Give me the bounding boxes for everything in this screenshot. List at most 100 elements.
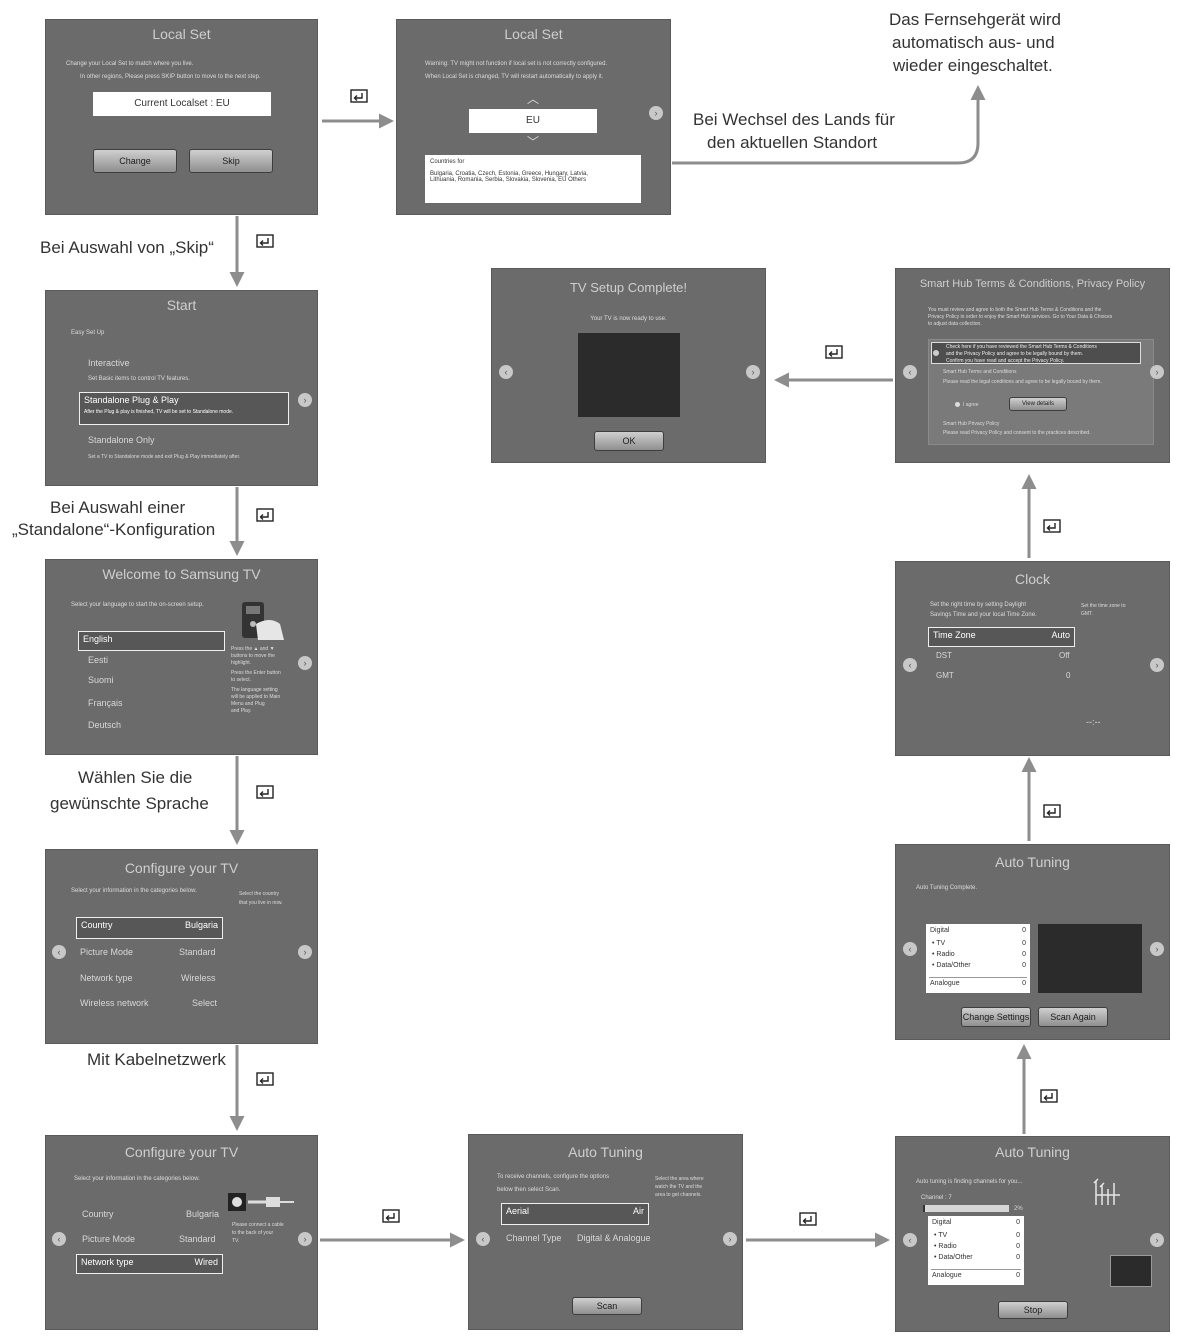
- screen-title: Clock: [1014, 571, 1050, 587]
- help-text: that you live in now.: [239, 900, 283, 906]
- row-gmt[interactable]: GMT: [936, 671, 954, 680]
- screen-text: When Local Set is changed, TV will resta…: [425, 74, 604, 80]
- help-text: Select the country: [239, 891, 280, 897]
- channel-label: Channel : 7: [921, 1195, 952, 1201]
- screen-auto-tuning-1: Auto Tuning To receive channels, configu…: [468, 1134, 743, 1330]
- label-restart-3: wieder eingeschaltet.: [893, 56, 1053, 75]
- section-title: Smart Hub Terms and Conditions: [943, 369, 1017, 375]
- row-network-type[interactable]: Network type Wired: [76, 1254, 223, 1274]
- chevron-down-icon[interactable]: ﹀: [527, 135, 540, 149]
- arrow-right-icon[interactable]: ›: [1150, 1233, 1164, 1247]
- progress-bar: [923, 1205, 1009, 1212]
- arrow-right-icon[interactable]: ›: [723, 1232, 737, 1246]
- arrow-right-icon[interactable]: ›: [298, 945, 312, 959]
- stop-button[interactable]: Stop: [998, 1301, 1068, 1319]
- summary-value: 0: [1022, 980, 1026, 987]
- option-interactive[interactable]: Interactive: [88, 358, 130, 368]
- arrow-right-icon[interactable]: ›: [298, 1232, 312, 1246]
- option-standalone-plug-play[interactable]: Standalone Plug & Play After the Plug & …: [79, 392, 289, 425]
- agree-radio-icon[interactable]: [955, 402, 960, 407]
- arrow-left-icon[interactable]: ‹: [499, 365, 513, 379]
- enter-icon: [256, 234, 274, 248]
- language-item[interactable]: Deutsch: [88, 720, 122, 730]
- scan-button[interactable]: Scan: [572, 1297, 642, 1315]
- skip-button[interactable]: Skip: [189, 149, 273, 173]
- arrow-right-icon[interactable]: ›: [1150, 658, 1164, 672]
- arrow-left-icon[interactable]: ‹: [52, 945, 66, 959]
- arrow-left-icon[interactable]: ‹: [903, 658, 917, 672]
- help-text: Please connect a cable: [232, 1222, 284, 1228]
- row-aerial[interactable]: Aerial Air: [501, 1203, 649, 1225]
- change-button[interactable]: Change: [93, 149, 177, 173]
- row-picture-mode[interactable]: Picture Mode: [80, 947, 134, 957]
- screen-title: Auto Tuning: [568, 1144, 643, 1160]
- row-key: Time Zone: [933, 630, 976, 640]
- summary-value: 0: [1016, 1254, 1020, 1261]
- screen-text: Warning: TV might not function if local …: [425, 61, 608, 67]
- arrow-right-icon[interactable]: ›: [746, 365, 760, 379]
- arrow-right-icon[interactable]: ›: [649, 106, 663, 120]
- preview-window: [578, 333, 680, 417]
- option-label: Standalone Plug & Play: [84, 395, 179, 405]
- arrow-left-icon[interactable]: ‹: [903, 365, 917, 379]
- arrow-right-icon[interactable]: ›: [1150, 365, 1164, 379]
- arrow-left-icon[interactable]: ‹: [903, 1233, 917, 1247]
- arrow-right-icon[interactable]: ›: [298, 393, 312, 407]
- row-time-zone[interactable]: Time Zone Auto: [928, 627, 1075, 647]
- language-item[interactable]: Eesti: [88, 655, 109, 665]
- language-item[interactable]: Français: [88, 698, 123, 708]
- enter-icon: [256, 508, 274, 522]
- enter-icon: [256, 1072, 274, 1086]
- consent-checkbox-row[interactable]: Check here if you have reviewed the Smar…: [931, 342, 1141, 364]
- current-localset-field[interactable]: Current Localset : EU: [93, 92, 271, 116]
- change-settings-button[interactable]: Change Settings: [961, 1007, 1031, 1027]
- row-key: Aerial: [506, 1206, 530, 1216]
- row-picture-mode[interactable]: Picture Mode: [82, 1234, 136, 1244]
- language-item-selected[interactable]: English: [78, 631, 225, 651]
- screen-title: Local Set: [152, 26, 211, 42]
- arrow-right-icon[interactable]: ›: [1150, 942, 1164, 956]
- screen-text: Change your Local Set to match where you…: [66, 61, 194, 67]
- view-details-button[interactable]: View details: [1009, 397, 1067, 411]
- help-text: TV.: [232, 1238, 240, 1244]
- summary-value: 0: [1022, 940, 1026, 947]
- help-line: Menu and Plug: [231, 701, 265, 707]
- summary-key: Analogue: [932, 1272, 962, 1279]
- help-line: The language setting: [231, 687, 278, 693]
- ok-button[interactable]: OK: [594, 431, 664, 451]
- help-line: highlight.: [231, 660, 252, 666]
- summary-key: Digital: [932, 1219, 952, 1226]
- row-dst[interactable]: DST: [936, 651, 952, 660]
- chevron-up-icon[interactable]: ︿: [527, 92, 540, 106]
- arrow-left-icon[interactable]: ‹: [52, 1232, 66, 1246]
- screen-welcome: Welcome to Samsung TV Select your langua…: [45, 559, 318, 755]
- screen-text: To receive channels, configure the optio…: [497, 1174, 610, 1180]
- screen-title: TV Setup Complete!: [569, 280, 688, 295]
- row-key: Country: [81, 920, 113, 930]
- radio-icon[interactable]: [933, 350, 939, 356]
- row-country[interactable]: Country Bulgaria: [76, 917, 223, 939]
- screen-title: Smart Hub Terms & Conditions, Privacy Po…: [919, 278, 1146, 290]
- option-standalone-only[interactable]: Standalone Only: [88, 435, 155, 445]
- summary-value: 0: [1016, 1219, 1020, 1226]
- summary-key: • TV: [934, 1232, 948, 1239]
- row-channel-type[interactable]: Channel Type: [506, 1233, 562, 1243]
- arrow-left-icon[interactable]: ‹: [903, 942, 917, 956]
- remote-hand-icon: [242, 602, 284, 640]
- language-item[interactable]: Suomi: [88, 675, 114, 685]
- localset-selector[interactable]: EU: [469, 109, 597, 133]
- row-value: Standard: [179, 947, 216, 957]
- arrow-left-icon[interactable]: ‹: [476, 1232, 490, 1246]
- screen-subtitle: Select your language to start the on-scr…: [71, 602, 204, 608]
- enter-icon: [825, 345, 843, 359]
- scan-again-button[interactable]: Scan Again: [1038, 1007, 1108, 1027]
- row-wireless-network[interactable]: Wireless network: [80, 998, 149, 1008]
- arrow-right-icon[interactable]: ›: [298, 656, 312, 670]
- row-country[interactable]: Country: [82, 1209, 114, 1219]
- channel-summary: Digital 0 • TV 0 • Radio 0 • Data/Other …: [928, 1216, 1024, 1285]
- help-text: watch the TV and the: [655, 1184, 703, 1190]
- row-network-type[interactable]: Network type: [80, 973, 133, 983]
- option-desc: Set Basic items to control TV features.: [88, 376, 190, 382]
- help-line: buttons to move the: [231, 653, 275, 659]
